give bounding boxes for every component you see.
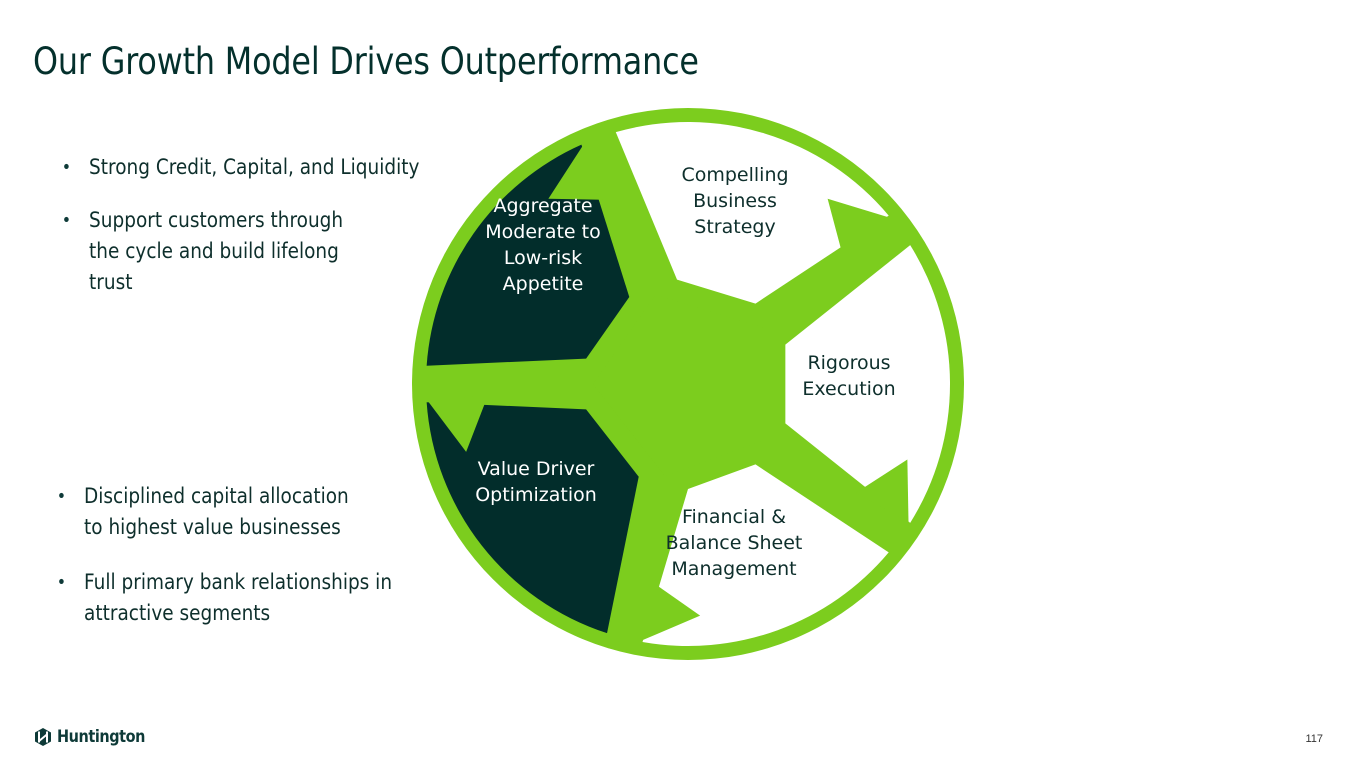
bullet-line: attractive segments <box>84 601 271 625</box>
bullet-line: Disciplined capital allocation <box>84 484 349 508</box>
arrowhead-icon <box>855 459 909 522</box>
segment-label-line: Optimization <box>475 484 597 506</box>
slide-title: Our Growth Model Drives Outperformance <box>33 40 699 83</box>
bullet-list-bottom: • Disciplined capital allocation to highes… <box>55 481 438 653</box>
bullet-item: • Support customers through the cycle and … <box>60 205 419 298</box>
arrowhead-icon <box>642 580 701 641</box>
wheel-segment-financial-balance-sheet-management <box>642 464 889 646</box>
bullet-dot-icon: • <box>61 157 72 178</box>
segment-label-line: Low-risk <box>504 247 582 269</box>
wheel-segment-compelling-business-strategy <box>615 121 889 304</box>
wheel-segment-rigorous-execution <box>785 245 950 523</box>
bullet-line: Strong Credit, Capital, and Liquidity <box>89 155 420 179</box>
bullet-line: Full primary bank relationships in <box>84 570 393 594</box>
bullet-line: trust <box>89 270 133 294</box>
segment-label-line: Balance Sheet <box>666 532 803 554</box>
segment-label-line: Aggregate <box>493 195 592 217</box>
segment-label-line: Management <box>671 558 796 580</box>
wheel-segment-aggregate-moderate-to-low-risk-appetite <box>426 144 630 366</box>
huntington-logo: Huntington <box>33 727 161 747</box>
segment-label-line: Compelling <box>681 164 788 186</box>
arrowhead-icon <box>428 394 489 452</box>
segment-label-line: Value Driver <box>478 458 595 480</box>
logo-text: Huntington <box>57 727 146 747</box>
bullet-dot-icon: • <box>61 210 72 231</box>
bullet-item: • Strong Credit, Capital, and Liquidity <box>60 152 420 183</box>
bullet-line: to highest value businesses <box>84 515 341 539</box>
bullet-item: • Full primary bank relationships in attra… <box>55 567 392 629</box>
bullet-line: the cycle and build lifelong <box>89 239 339 263</box>
bullet-dot-icon: • <box>56 572 67 593</box>
wheel-segment-value-driver-optimization <box>426 402 639 634</box>
segment-label-line: Rigorous <box>807 352 890 374</box>
page-number: 117 <box>1305 733 1323 745</box>
arrowhead-icon <box>827 198 888 259</box>
bullet-dot-icon: • <box>56 486 67 507</box>
segment-label-line: Appetite <box>503 273 584 295</box>
huntington-hex-logo-icon <box>35 728 51 746</box>
arrowhead-icon <box>548 146 610 200</box>
segment-label-line: Business <box>693 190 777 212</box>
segment-label-line: Strategy <box>694 216 775 238</box>
segment-label-line: Execution <box>802 378 895 400</box>
bullet-line: Support customers through <box>89 208 344 232</box>
bullet-item: • Disciplined capital allocation to highes… <box>55 481 392 543</box>
segment-label-line: Moderate to <box>485 221 600 243</box>
segment-label-line: Financial & <box>682 506 786 528</box>
wheel-center-hub <box>593 294 765 477</box>
bullet-list-top: • Strong Credit, Capital, and Liquidity •… <box>60 152 468 320</box>
